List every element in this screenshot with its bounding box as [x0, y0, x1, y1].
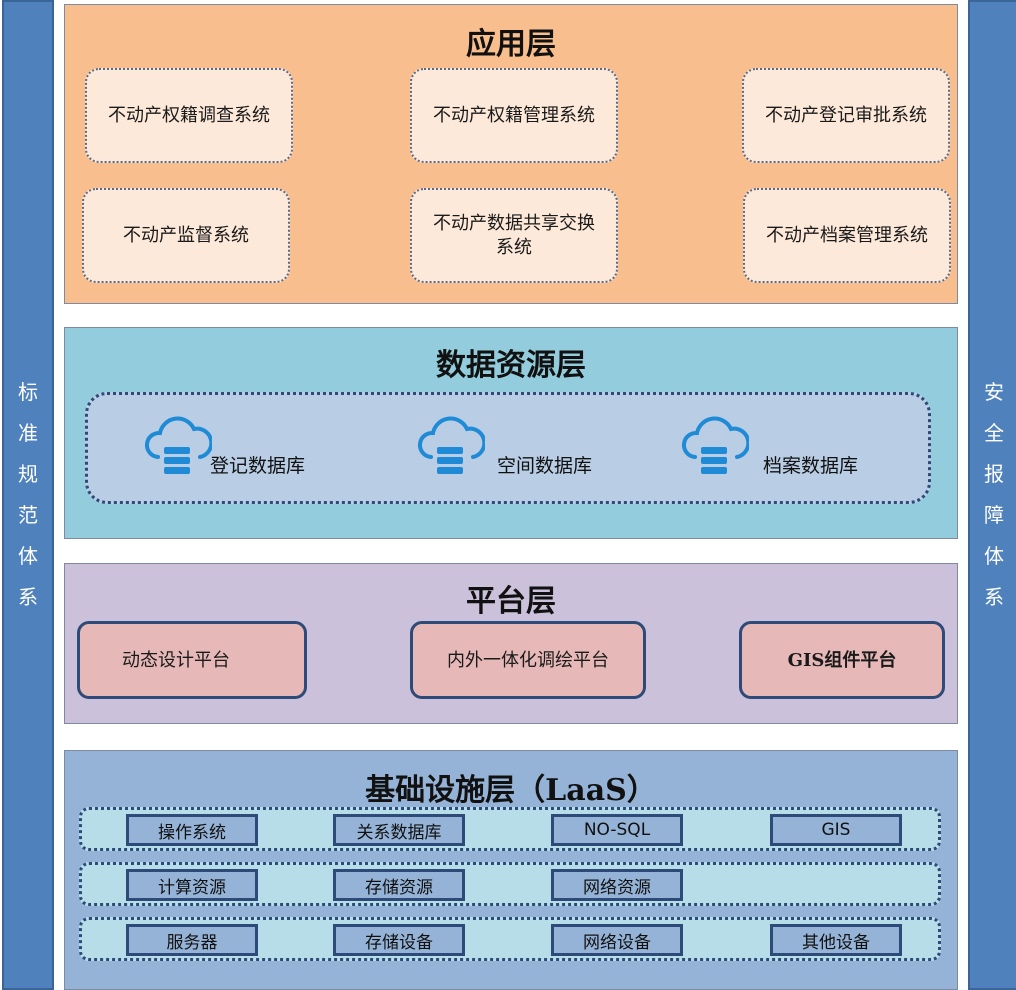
infrastructure-item: 服务器	[126, 924, 258, 956]
platform-box: 动态设计平台	[77, 621, 307, 699]
platform-box: GIS组件平台	[739, 621, 945, 699]
database-group: 登记数据库 空间数据库 档案数据库	[85, 392, 931, 504]
app-system-box: 不动产登记审批系统	[742, 68, 950, 163]
cloud-database-icon	[145, 416, 212, 474]
infrastructure-item: 存储设备	[333, 924, 465, 956]
infrastructure-item: 操作系统	[126, 814, 258, 846]
app-system-box: 不动产权籍调查系统	[85, 68, 293, 163]
infrastructure-row: 计算资源 存储资源 网络资源	[79, 862, 941, 906]
data-layer-title: 数据资源层	[436, 348, 586, 383]
application-layer-title: 应用层	[466, 27, 556, 62]
standards-sidebar-label: 标准规范体系	[18, 380, 38, 609]
app-system-box: 不动产档案管理系统	[743, 188, 951, 283]
infrastructure-item: NO-SQL	[551, 814, 683, 846]
infrastructure-item: GIS	[770, 814, 902, 846]
infrastructure-layer-title: 基础设施层（LaaS）	[365, 773, 657, 808]
app-system-box: 不动产监督系统	[82, 188, 290, 283]
security-sidebar: 安全报障体系	[968, 0, 1016, 990]
platform-box: 内外一体化调绘平台	[410, 621, 646, 699]
infrastructure-item: 计算资源	[126, 869, 258, 901]
data-resource-layer: 数据资源层 登记数据库 空间数据库	[64, 327, 958, 539]
security-sidebar-label: 安全报障体系	[984, 380, 1004, 609]
infrastructure-item: 其他设备	[770, 924, 902, 956]
application-layer: 应用层 不动产权籍调查系统 不动产权籍管理系统 不动产登记审批系统 不动产监督系…	[64, 4, 958, 304]
standards-sidebar: 标准规范体系	[2, 0, 54, 990]
infrastructure-item: 网络资源	[551, 869, 683, 901]
cloud-database-icon	[418, 416, 485, 474]
database-label: 档案数据库	[763, 455, 859, 477]
app-system-box: 不动产数据共享交换系统	[410, 188, 618, 283]
infrastructure-item: 存储资源	[333, 869, 465, 901]
infrastructure-item: 关系数据库	[333, 814, 465, 846]
database-label: 空间数据库	[497, 455, 593, 477]
infrastructure-item: 网络设备	[551, 924, 683, 956]
platform-layer: 平台层 动态设计平台 内外一体化调绘平台 GIS组件平台	[64, 563, 958, 724]
platform-layer-title: 平台层	[466, 584, 556, 619]
infrastructure-row: 服务器 存储设备 网络设备 其他设备	[79, 917, 941, 961]
cloud-database-icon	[682, 416, 749, 474]
infrastructure-layer: 基础设施层（LaaS） 操作系统 关系数据库 NO-SQL GIS 计算资源 存…	[64, 750, 958, 990]
database-label: 登记数据库	[210, 455, 306, 477]
app-system-box: 不动产权籍管理系统	[410, 68, 618, 163]
infrastructure-row: 操作系统 关系数据库 NO-SQL GIS	[79, 807, 941, 851]
